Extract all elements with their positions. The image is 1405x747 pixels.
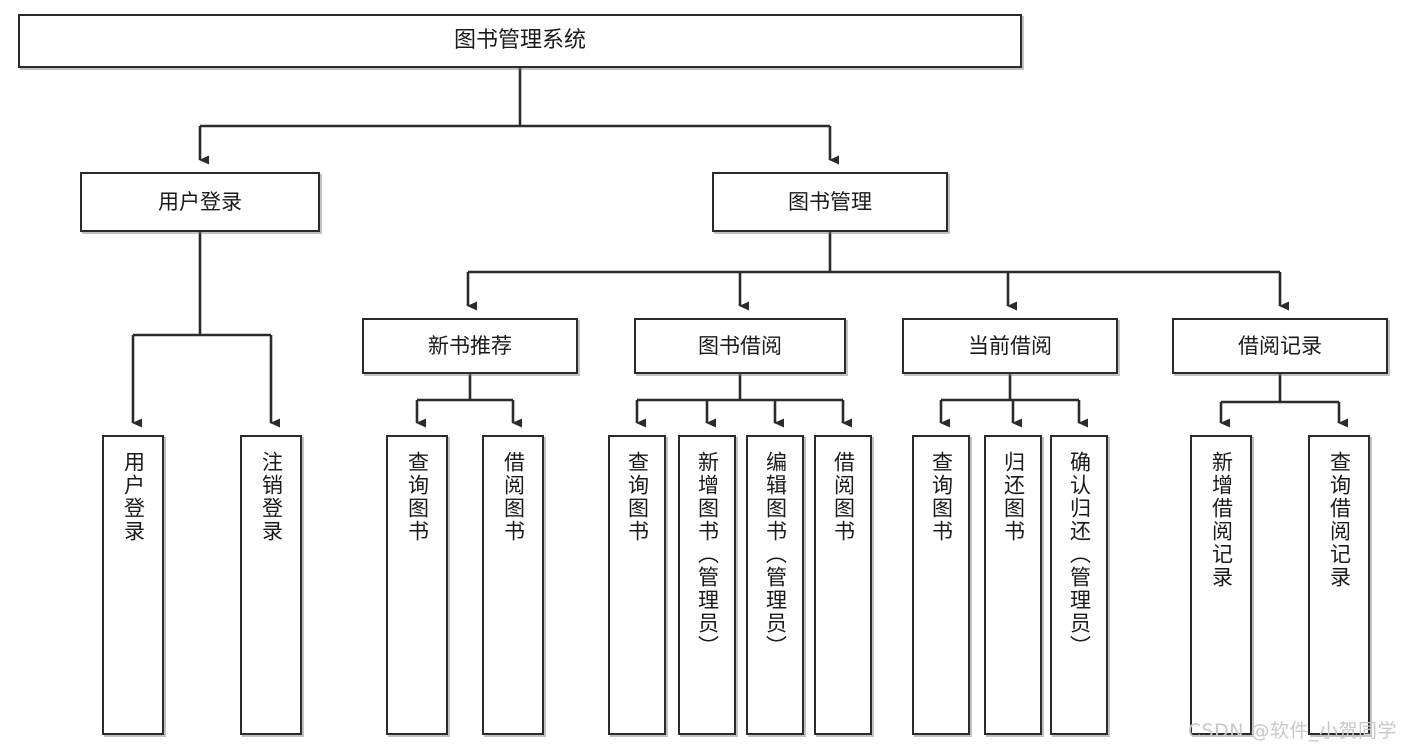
node-leaf-query-record[interactable]: 查询借阅记录 [1308, 435, 1370, 735]
csdn-watermark: CSDN @软件_小贺同学 [1187, 720, 1397, 742]
node-leaf-borrow-book-2-label: 借阅图书 [831, 451, 856, 543]
node-leaf-return-book[interactable]: 归还图书 [984, 435, 1042, 735]
node-root[interactable]: 图书管理系统 [18, 14, 1022, 68]
node-leaf-user-logout-label: 注销登录 [259, 451, 284, 543]
node-user-login-label: 用户登录 [158, 189, 242, 214]
node-borrow-record-label: 借阅记录 [1238, 333, 1322, 358]
node-leaf-query-book-3-label: 查询图书 [929, 451, 954, 543]
node-new-book-rec-label: 新书推荐 [428, 333, 512, 358]
node-leaf-add-record-label: 新增借阅记录 [1209, 451, 1234, 589]
node-new-book-rec[interactable]: 新书推荐 [362, 318, 578, 374]
node-leaf-user-login[interactable]: 用户登录 [102, 435, 164, 735]
node-leaf-query-record-label: 查询借阅记录 [1327, 451, 1352, 589]
node-leaf-edit-book[interactable]: 编辑图书（管理员） [746, 435, 804, 735]
node-leaf-add-book[interactable]: 新增图书（管理员） [678, 435, 736, 735]
node-book-borrow[interactable]: 图书借阅 [634, 318, 846, 374]
node-leaf-return-book-label: 归还图书 [1001, 451, 1026, 543]
node-book-manage-label: 图书管理 [788, 189, 872, 214]
node-leaf-user-login-label: 用户登录 [121, 451, 146, 543]
node-root-label: 图书管理系统 [453, 28, 586, 54]
node-leaf-borrow-book-2[interactable]: 借阅图书 [814, 435, 872, 735]
node-leaf-borrow-book-1[interactable]: 借阅图书 [482, 435, 544, 735]
node-user-login[interactable]: 用户登录 [80, 172, 320, 232]
node-current-borrow[interactable]: 当前借阅 [902, 318, 1118, 374]
node-leaf-query-book-1[interactable]: 查询图书 [386, 435, 448, 735]
node-leaf-confirm-return-label: 确认归还（管理员） [1067, 451, 1092, 658]
node-leaf-edit-book-label: 编辑图书（管理员） [763, 451, 788, 658]
node-book-manage[interactable]: 图书管理 [712, 172, 948, 232]
node-leaf-user-logout[interactable]: 注销登录 [240, 435, 302, 735]
node-leaf-query-book-2[interactable]: 查询图书 [608, 435, 666, 735]
node-borrow-record[interactable]: 借阅记录 [1172, 318, 1388, 374]
node-leaf-add-book-label: 新增图书（管理员） [695, 451, 720, 658]
node-leaf-confirm-return[interactable]: 确认归还（管理员） [1050, 435, 1108, 735]
node-leaf-query-book-1-label: 查询图书 [405, 451, 430, 543]
node-leaf-query-book-2-label: 查询图书 [625, 451, 650, 543]
node-book-borrow-label: 图书借阅 [698, 333, 782, 358]
node-current-borrow-label: 当前借阅 [968, 333, 1052, 358]
node-leaf-borrow-book-1-label: 借阅图书 [501, 451, 526, 543]
node-leaf-add-record[interactable]: 新增借阅记录 [1190, 435, 1252, 735]
node-leaf-query-book-3[interactable]: 查询图书 [912, 435, 970, 735]
